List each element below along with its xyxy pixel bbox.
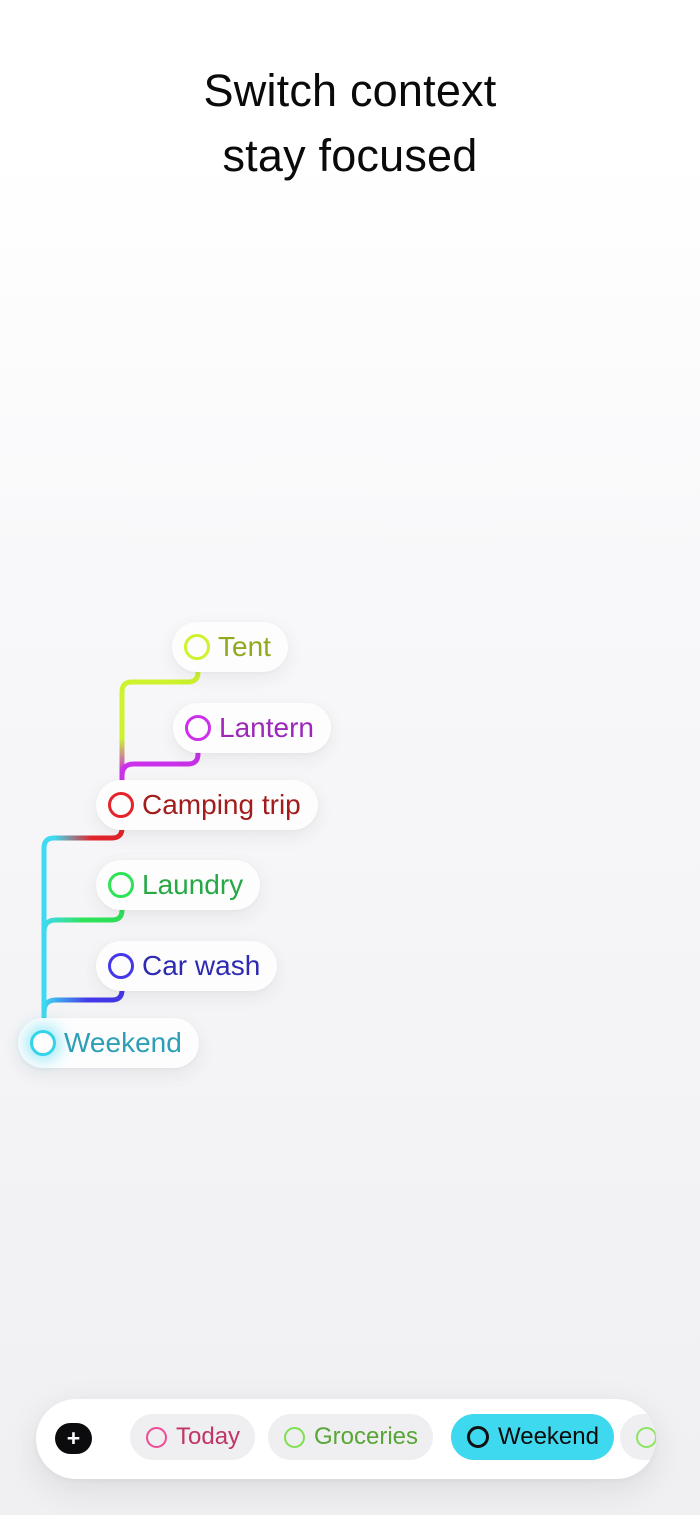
tab-label: Today	[176, 1423, 241, 1450]
task-label: Laundry	[142, 869, 244, 900]
task-node-car-wash[interactable]: Car wash	[96, 941, 278, 991]
context-switcher-bar: + Today Groceries Weekend	[36, 1399, 656, 1479]
task-node-laundry[interactable]: Laundry	[96, 860, 261, 910]
task-circle-icon[interactable]	[108, 953, 134, 979]
list-circle-icon	[636, 1426, 656, 1448]
trunk-line-weekend	[41, 835, 57, 1032]
list-circle-icon	[467, 1426, 489, 1448]
task-label: Tent	[218, 631, 271, 662]
task-node-lantern[interactable]: Lantern	[173, 703, 331, 753]
task-circle-icon[interactable]	[184, 634, 210, 660]
tab-label: Groceries	[314, 1423, 419, 1450]
task-node-camping-trip[interactable]: Camping trip	[96, 780, 318, 830]
task-circle-icon[interactable]	[185, 715, 211, 741]
add-list-button[interactable]: +	[55, 1423, 92, 1454]
tab-today[interactable]: Today	[130, 1414, 256, 1460]
list-circle-icon	[146, 1426, 167, 1448]
tab-label: Weekend	[498, 1423, 599, 1450]
tab-partial[interactable]	[620, 1414, 656, 1460]
task-node-weekend[interactable]: Weekend	[18, 1018, 199, 1068]
task-label: Car wash	[142, 950, 261, 981]
page-title: Switch context stay focused	[203, 65, 497, 181]
task-circle-icon[interactable]	[108, 792, 134, 818]
task-node-tent[interactable]: Tent	[172, 622, 288, 672]
tab-groceries[interactable]: Groceries	[268, 1414, 434, 1460]
task-circle-icon[interactable]	[30, 1030, 56, 1056]
task-label: Weekend	[64, 1027, 182, 1058]
tab-weekend[interactable]: Weekend	[451, 1414, 614, 1460]
list-circle-icon	[284, 1426, 305, 1448]
task-circle-icon[interactable]	[108, 872, 134, 898]
task-label: Lantern	[219, 712, 314, 743]
task-label: Camping trip	[142, 789, 301, 820]
plus-icon: +	[66, 1425, 81, 1451]
